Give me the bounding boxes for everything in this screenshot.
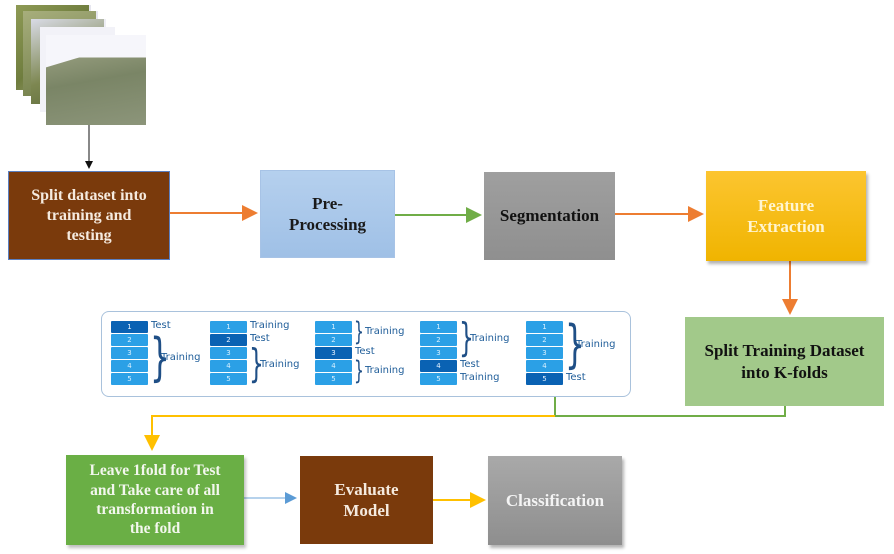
fold-label: Training xyxy=(365,365,405,376)
leaf-image-stack-icon xyxy=(14,5,146,125)
node-label-line: the fold xyxy=(129,520,181,538)
split-kfolds-node: Split Training Dataset into K-folds xyxy=(685,317,884,406)
node-label-line: Evaluate xyxy=(334,479,399,499)
fold-label: Test xyxy=(355,346,375,357)
fold-cell-training: 1 xyxy=(526,321,563,333)
fold-cell-training: 4 xyxy=(526,360,563,372)
node-label: Segmentation xyxy=(499,206,600,226)
leave-one-fold-node: Leave 1fold for Test and Take care of al… xyxy=(66,455,244,545)
fold-cell-test: 1 xyxy=(111,321,148,333)
node-label-line: Model xyxy=(343,501,390,520)
fold-cell-training: 3 xyxy=(210,347,247,359)
brace-icon: } xyxy=(249,342,264,387)
fold-cell-training: 5 xyxy=(420,373,457,385)
fold-cell-training: 2 xyxy=(420,334,457,346)
node-label: Classification xyxy=(505,490,605,510)
fold-cell-training: 5 xyxy=(315,373,352,385)
fold-cell-training: 1 xyxy=(210,321,247,333)
fold-cell-test: 5 xyxy=(526,373,563,385)
node-label-line: into K-folds xyxy=(741,362,828,382)
fold-cell-training: 5 xyxy=(210,373,247,385)
fold-cell-training: 3 xyxy=(111,347,148,359)
fold-label: Training xyxy=(470,332,510,344)
split-dataset-node: Split dataset into training and testing xyxy=(8,171,170,260)
fold-label: Test xyxy=(566,372,586,383)
fold-label: Training xyxy=(260,358,300,370)
fold-cell-training: 2 xyxy=(526,334,563,346)
fold-label: Training xyxy=(161,352,201,363)
fold-label: Training xyxy=(460,372,500,383)
classification-node: Classification xyxy=(488,456,622,545)
fold-cell-training: 3 xyxy=(526,347,563,359)
node-label-line: training and xyxy=(46,206,132,224)
brace-icon: } xyxy=(565,315,585,375)
connector-kfold-to-panel xyxy=(554,397,786,417)
node-label-line: testing xyxy=(66,226,112,244)
fold-label: Training xyxy=(365,326,405,337)
fold-label: Test xyxy=(460,359,480,370)
node-label-line: transformation in xyxy=(96,501,214,518)
node-label-line: Split dataset into xyxy=(31,186,147,204)
fold-label: Test xyxy=(250,333,270,344)
node-label-line: Processing xyxy=(288,215,367,234)
fold-label: Training xyxy=(250,320,290,331)
node-label-line: Feature xyxy=(757,195,815,215)
fold-cell-test: 4 xyxy=(420,360,457,372)
node-label-line: Split Training Dataset xyxy=(704,341,865,361)
fold-cell-training: 4 xyxy=(315,360,352,372)
fold-cell-training: 2 xyxy=(315,334,352,346)
pre-processing-node: Pre- Processing xyxy=(260,170,395,258)
leaf-image xyxy=(46,35,146,125)
fold-cell-test: 3 xyxy=(315,347,352,359)
arrow-panel-to-leave-fold xyxy=(144,415,555,451)
fold-cell-training: 4 xyxy=(111,360,148,372)
brace-icon: } xyxy=(354,317,364,347)
brace-icon: } xyxy=(354,356,364,386)
node-label-line: and Take care of all xyxy=(90,481,220,499)
fold-cell-training: 2 xyxy=(111,334,148,346)
fold-cell-training: 1 xyxy=(420,321,457,333)
node-label-line: Extraction xyxy=(747,217,825,236)
evaluate-model-node: Evaluate Model xyxy=(300,456,433,544)
brace-icon: } xyxy=(150,328,170,388)
feature-extraction-node: Feature Extraction xyxy=(706,171,866,261)
node-label-line: Pre- xyxy=(312,193,343,213)
fold-cell-training: 5 xyxy=(111,373,148,385)
fold-cell-training: 1 xyxy=(315,321,352,333)
fold-cell-training: 4 xyxy=(210,360,247,372)
fold-label: Training xyxy=(576,339,616,350)
fold-label: Test xyxy=(151,320,171,331)
fold-cell-training: 3 xyxy=(420,347,457,359)
node-label-line: Leave 1fold for Test xyxy=(89,462,221,480)
fold-cell-test: 2 xyxy=(210,334,247,346)
segmentation-node: Segmentation xyxy=(484,172,615,260)
brace-icon: } xyxy=(459,316,474,361)
